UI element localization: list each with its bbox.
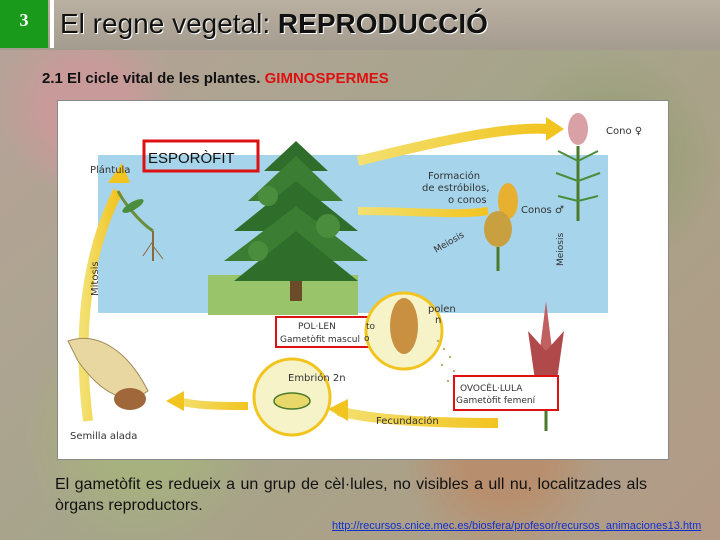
arrow-head-female-cone — [546, 117, 564, 141]
embryo-shape — [273, 392, 311, 410]
male-cone-illustration — [484, 183, 518, 271]
arrow-head-seed — [166, 391, 184, 411]
pollen-box-line2: Gametòfit mascul — [280, 334, 360, 345]
source-link[interactable]: http://recursos.cnice.mec.es/biosfera/pr… — [332, 520, 702, 532]
seedling-illustration — [116, 190, 164, 261]
pollen-dots — [436, 339, 456, 383]
formacion-label-line2: de estróbilos, — [422, 182, 489, 194]
life-cycle-diagram: ESPORÒFIT Cono ♀ Formación de estróbilos… — [57, 100, 669, 460]
pollen-box-line1: POL·LEN — [298, 322, 336, 332]
title-bold: REPRODUCCIÓ — [277, 8, 488, 39]
caption-text: El gametòfit es redueix a un grup de cèl… — [55, 476, 647, 514]
cono-female-label: Cono ♀ — [606, 126, 642, 137]
mitosis-label: Mitosis — [90, 261, 101, 296]
arrow-to-male-cone — [357, 207, 489, 218]
female-gametophyte-illustration — [528, 301, 564, 431]
ovocell-label-line2: Gametòfit femení — [456, 395, 536, 406]
arrow-head-fecundacion — [328, 399, 348, 421]
formacion-label-line1: Formación — [428, 170, 480, 182]
title-divider — [50, 0, 54, 48]
arrow-to-female-cone — [356, 123, 549, 166]
winged-seed-illustration — [67, 337, 149, 410]
arrow-embryo-to-seed — [177, 397, 249, 410]
meiosis-right-label: Meiosis — [556, 233, 566, 266]
ovocell-label-line1: OVOCÈL·LULA — [460, 382, 523, 394]
title-plain: El regne vegetal: — [60, 8, 278, 39]
ovocell-box — [453, 375, 559, 411]
slide-header: 3 El regne vegetal: REPRODUCCIÓ — [0, 0, 720, 50]
slide-number: 3 — [0, 0, 48, 48]
polen-label-line1: polen — [428, 304, 456, 315]
arrow-mitosis — [78, 188, 123, 422]
fecundacion-label: Fecundación — [376, 415, 439, 427]
slide-subtitle: 2.1 El cicle vital de les plantes. GIMNO… — [42, 70, 389, 87]
life-cycle-svg: ESPORÒFIT Cono ♀ Formación de estróbilos… — [67, 113, 642, 442]
arrow-head-mitosis — [108, 163, 130, 183]
pine-tree-illustration — [224, 141, 368, 301]
subtitle-highlight: GIMNOSPERMES — [264, 70, 389, 87]
female-cone-illustration — [555, 113, 601, 221]
slide-title: El regne vegetal: REPRODUCCIÓ — [60, 8, 488, 40]
semilla-label: Semilla alada — [70, 431, 137, 442]
arrow-fecundacion — [336, 406, 499, 428]
embrion-label: Embrión 2n — [288, 372, 346, 384]
to-fragment-1: to — [366, 322, 376, 332]
ground-panel — [208, 275, 358, 315]
conos-male-label: Conos ♂ — [521, 205, 564, 216]
esporofit-label: ESPORÒFIT — [148, 150, 235, 167]
pollen-cone-shape — [390, 298, 418, 354]
pollen-box — [275, 316, 371, 348]
to-fragment-2: o — [364, 334, 370, 344]
esporofit-box — [142, 139, 260, 173]
subtitle-plain: 2.1 El cicle vital de les plantes. — [42, 70, 265, 87]
plantula-label: Plántula — [90, 164, 130, 176]
formacion-label-line3: o conos — [448, 195, 487, 206]
polen-label-line2: n — [435, 315, 441, 326]
